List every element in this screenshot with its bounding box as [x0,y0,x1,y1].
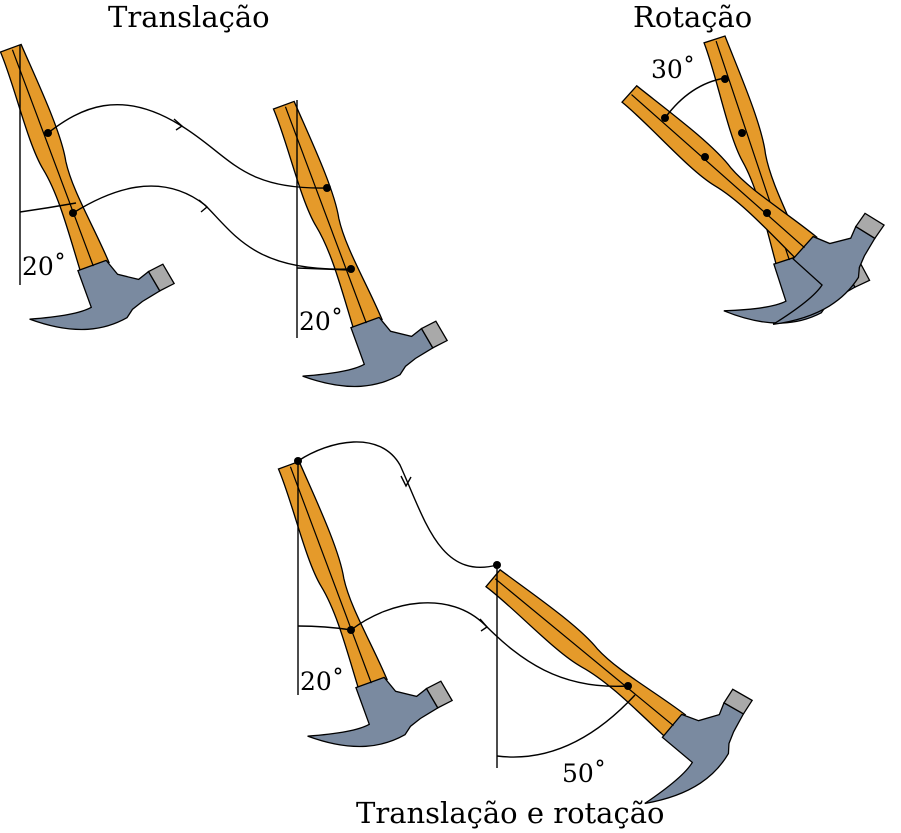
point-b-end [347,265,355,273]
angle-label-combined-start: 20˚ [300,667,344,696]
point-a-start [44,129,52,137]
point-d-start [347,626,355,634]
angle-arc-left [19,202,77,213]
arrowhead-combined-upper [400,475,412,488]
title-translation: Translação [108,0,270,34]
title-translation-rotation: Translação e rotação [356,796,664,830]
arrowhead-lower [198,199,209,213]
angle-label-combined-end: 50˚ [562,759,606,788]
arrowhead-combined-lower [479,618,489,632]
point-a-end [323,184,331,192]
angle-label-translation-end: 20˚ [299,307,343,336]
point-c-start [294,457,302,465]
rotation-point-2 [738,129,746,137]
rotation-point-1 [721,75,729,83]
angle-label-rotation: 30˚ [651,55,695,84]
hammer-combined-start [217,439,459,769]
point-b-start [69,209,77,217]
rotation-point-4 [701,153,709,161]
point-c-end [493,561,501,569]
point-d-end [624,682,632,690]
rotation-angle-arc [664,77,726,119]
arrowhead-upper [173,118,184,131]
angle-label-translation-start: 20˚ [22,252,66,281]
rotation-point-5 [763,209,771,217]
hammer-translation-end [212,79,454,409]
angle-arc-combined-right [496,694,636,758]
trajectory-combined-upper [297,441,498,568]
rotation-point-3 [661,114,669,122]
title-rotation: Rotação [633,0,752,34]
